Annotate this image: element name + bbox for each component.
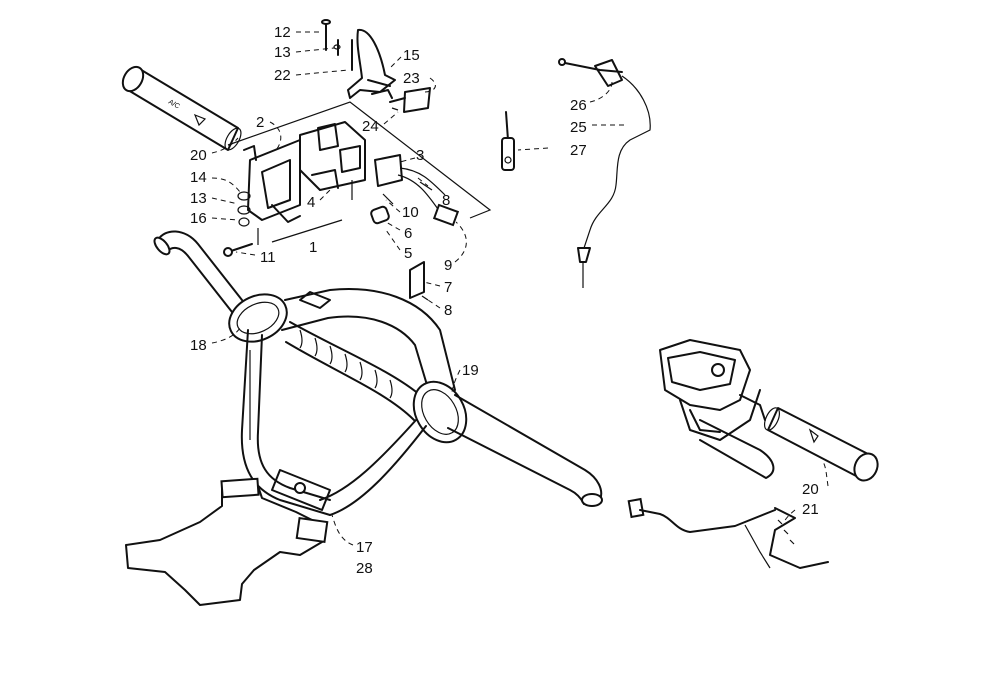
callout-13-left: 13 <box>190 190 207 207</box>
throttle-cable <box>558 58 651 288</box>
callout-6: 6 <box>404 225 412 242</box>
callout-16: 16 <box>190 210 207 227</box>
left-handlebar-grip: A/C <box>121 65 242 151</box>
callout-20-right: 20 <box>802 481 819 498</box>
callout-15: 15 <box>403 47 420 64</box>
callout-10: 10 <box>402 204 419 221</box>
callout-13: 13 <box>274 44 291 61</box>
callout-18: 18 <box>190 337 207 354</box>
callout-21: 21 <box>802 501 819 518</box>
handlebar <box>153 230 603 516</box>
callout-1: 1 <box>309 239 317 256</box>
callout-25: 25 <box>570 119 587 136</box>
callout-labels: 12 13 22 15 23 24 2 20 14 13 16 11 1 4 3… <box>190 24 819 577</box>
right-handlebar-grip <box>763 407 879 482</box>
callout-11: 11 <box>260 249 276 266</box>
callout-20-left: 20 <box>190 147 207 164</box>
brake-lever-assembly <box>659 339 775 479</box>
callout-14: 14 <box>190 169 207 186</box>
callout-22: 22 <box>274 67 291 84</box>
heater-wire-harness <box>627 497 829 569</box>
handlebar-pad-decal <box>125 477 329 606</box>
callout-23: 23 <box>403 70 420 87</box>
callout-2: 2 <box>256 114 264 131</box>
leader-lines <box>211 31 829 546</box>
callout-9: 9 <box>444 257 452 274</box>
callout-12: 12 <box>274 24 291 41</box>
callout-8-upper: 8 <box>442 192 450 209</box>
callout-26: 26 <box>570 97 587 114</box>
switch-housing-assembly <box>223 101 492 301</box>
callout-24: 24 <box>362 118 379 135</box>
callout-17: 17 <box>356 539 373 556</box>
callout-3: 3 <box>416 147 424 164</box>
svg-text:A/C: A/C <box>167 99 181 111</box>
callout-5: 5 <box>404 245 412 262</box>
callout-8-lower: 8 <box>444 302 452 319</box>
callout-27: 27 <box>570 142 587 159</box>
callout-4: 4 <box>307 194 315 211</box>
adjustment-tool <box>501 111 515 171</box>
throttle-lever-assembly <box>321 19 431 113</box>
callout-19: 19 <box>462 362 479 379</box>
callout-28: 28 <box>356 560 373 577</box>
callout-7: 7 <box>444 279 452 296</box>
